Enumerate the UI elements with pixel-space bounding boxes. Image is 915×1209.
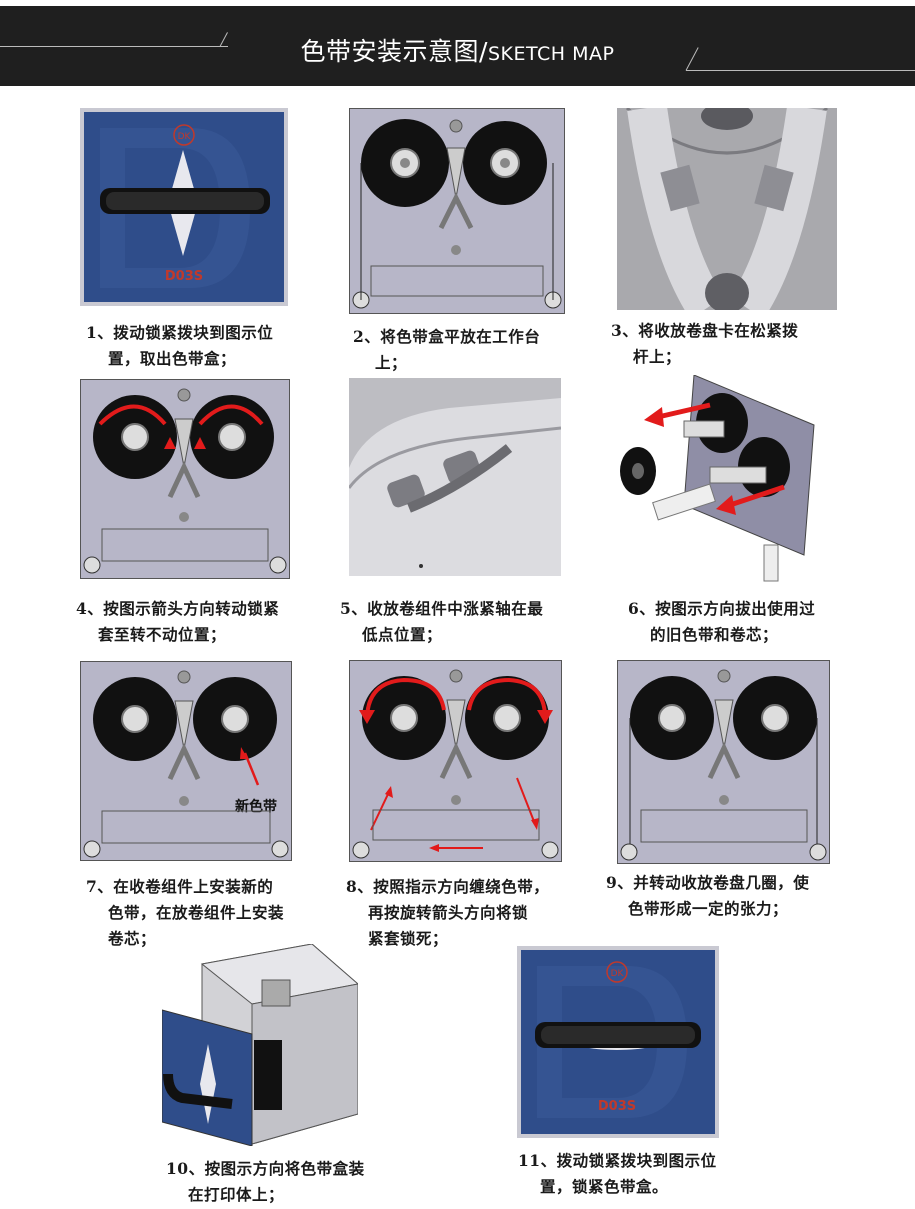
step6-image bbox=[614, 375, 834, 587]
step3-line2: 杆上； bbox=[633, 347, 682, 366]
step1-caption: 1、拨动锁紧拨块到图示位 置，取出色带盒； bbox=[86, 320, 316, 372]
step6-line1: 6、按图示方向拔出使用过 bbox=[628, 599, 816, 618]
step2-line2: 上； bbox=[375, 353, 408, 372]
p11-model-label: D03S bbox=[598, 1099, 636, 1114]
step10-line2: 在打印体上； bbox=[188, 1185, 285, 1204]
step8-image bbox=[349, 660, 562, 862]
step5-image bbox=[349, 378, 561, 576]
step10-line1: 10、按图示方向将色带盒装 bbox=[166, 1159, 365, 1178]
title-cn: 色带安装示意图/ bbox=[300, 37, 488, 66]
step7-line1: 7、在收卷组件上安装新的 bbox=[86, 877, 274, 896]
step7-line3: 卷芯； bbox=[108, 929, 157, 948]
step9-caption: 9、并转动收放卷盘几圈，使 色带形成一定的张力； bbox=[606, 870, 866, 922]
step3-caption: 3、将收放卷盘卡在松紧拨 杆上； bbox=[611, 318, 851, 370]
step7-line2: 色带，在放卷组件上安装 bbox=[108, 903, 285, 922]
step10-image bbox=[162, 944, 358, 1146]
step1-image: DK D03S bbox=[80, 108, 288, 306]
step4-line2: 套至转不动位置； bbox=[98, 625, 227, 644]
step4-line1: 4、按图示箭头方向转动锁紧 bbox=[76, 599, 280, 618]
step1-line2: 置，取出色带盒； bbox=[108, 349, 237, 368]
step8-line3: 紧套锁死； bbox=[368, 929, 449, 948]
step2-caption: 2、将色带盒平放在工作台 上； bbox=[353, 324, 583, 376]
step7-image: 新色带 bbox=[80, 661, 292, 861]
step10-caption: 10、按图示方向将色带盒装 在打印体上； bbox=[166, 1156, 406, 1208]
step9-line2: 色带形成一定的张力； bbox=[628, 899, 789, 918]
step1-line1: 1、拨动锁紧拨块到图示位 bbox=[86, 323, 274, 342]
step11-line2: 置，锁紧色带盒。 bbox=[540, 1177, 669, 1196]
step2-image bbox=[349, 108, 565, 314]
step8-caption: 8、按照指示方向缠绕色带， 再按旋转箭头方向将锁 紧套锁死； bbox=[346, 874, 586, 952]
step3-image bbox=[617, 108, 837, 310]
step4-caption: 4、按图示箭头方向转动锁紧 套至转不动位置； bbox=[76, 596, 326, 648]
header-rule-right bbox=[686, 70, 915, 71]
title-en: SKETCH MAP bbox=[487, 43, 615, 65]
header-banner: 色带安装示意图/SKETCH MAP bbox=[0, 6, 915, 86]
p7-annotation: 新色带 bbox=[235, 798, 277, 815]
p11-logo: DK bbox=[611, 969, 625, 979]
step9-line1: 9、并转动收放卷盘几圈，使 bbox=[606, 873, 810, 892]
header-rule-left bbox=[0, 46, 228, 47]
step9-image bbox=[617, 660, 830, 864]
step5-line1: 5、收放卷组件中涨紧轴在最 bbox=[340, 599, 544, 618]
step3-line1: 3、将收放卷盘卡在松紧拨 bbox=[611, 321, 799, 340]
p1-model-label: D03S bbox=[165, 269, 203, 284]
step7-caption: 7、在收卷组件上安装新的 色带，在放卷组件上安装 卷芯； bbox=[86, 874, 326, 952]
page-title: 色带安装示意图/SKETCH MAP bbox=[0, 32, 915, 68]
step5-line2: 低点位置； bbox=[362, 625, 443, 644]
step6-line2: 的旧色带和卷芯； bbox=[650, 625, 779, 644]
step4-image bbox=[80, 379, 290, 579]
step2-line1: 2、将色带盒平放在工作台 bbox=[353, 327, 541, 346]
step11-line1: 11、拨动锁紧拨块到图示位 bbox=[518, 1151, 717, 1170]
step11-image: DK D03S bbox=[517, 946, 719, 1138]
step11-caption: 11、拨动锁紧拨块到图示位 置，锁紧色带盒。 bbox=[518, 1148, 758, 1200]
step8-line2: 再按旋转箭头方向将锁 bbox=[368, 903, 529, 922]
p1-logo: DK bbox=[178, 132, 192, 142]
step6-caption: 6、按图示方向拔出使用过 的旧色带和卷芯； bbox=[628, 596, 868, 648]
step5-caption: 5、收放卷组件中涨紧轴在最 低点位置； bbox=[340, 596, 590, 648]
step8-line1: 8、按照指示方向缠绕色带， bbox=[346, 877, 550, 896]
